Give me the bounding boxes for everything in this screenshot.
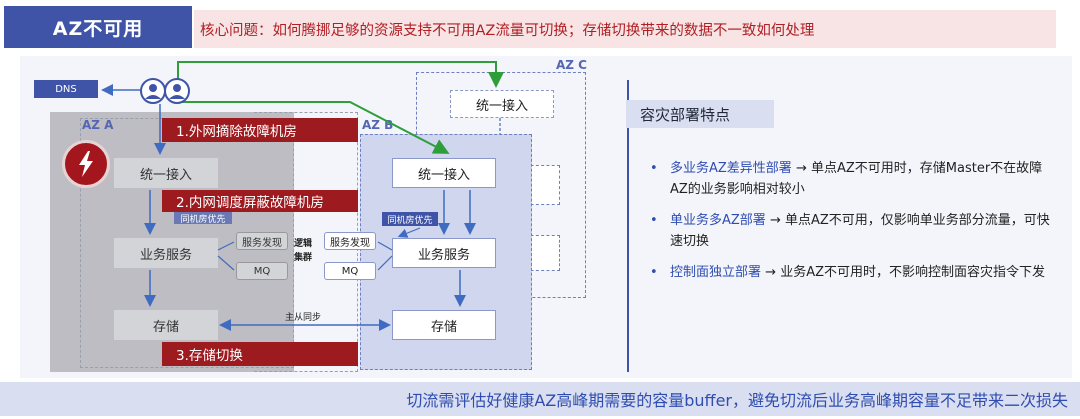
logic-cluster-label-2: 集群 [294,253,313,263]
storage-node-b: 存储 [392,310,496,340]
same-room-tag-a: 同机房优先 [174,212,232,225]
discovery-node-a: 服务发现 [236,232,288,250]
arrow-same-room-b [397,227,421,238]
access-node-b: 统一接入 [392,158,496,188]
mq-node-b: MQ [324,262,376,280]
bullet-icon: • [650,213,658,228]
feature-key: 单业务多AZ部署 [670,213,766,228]
az-c-label: AZ C [556,58,587,72]
feature-arrow: → [791,161,811,176]
link-service-discovery-a [217,241,235,251]
service-node-a: 业务服务 [114,238,218,268]
feature-key: 多业务AZ差异性部署 [670,161,792,176]
sync-label: 主从同步 [285,313,322,323]
features-title: 容灾部署特点 [626,100,774,128]
feature-text: 单点AZ不可用时，存储Master不在故障AZ的业务影响相对较小 [670,161,1043,197]
feature-item: • 控制面独立部署 → 业务AZ不可用时，不影响控制面容灾指令下发 [650,262,1050,283]
bullet-icon: • [650,265,658,280]
feature-text: 单点AZ不可用，仅影响单业务部分流量，可快速切换 [670,213,1050,249]
mq-node-a: MQ [236,262,288,280]
dns-box: DNS [34,80,98,98]
route-to-az-c [177,61,504,88]
step-3-bar: 3.存储切换 [162,342,358,366]
core-question: 核心问题：如何腾挪足够的资源支持不可用AZ流量可切换；存储切换带来的数据不一致如… [194,10,1056,48]
feature-arrow: → [765,213,785,228]
storage-node-a: 存储 [114,310,218,340]
logic-cluster-label-1: 逻辑 [294,239,313,249]
route-to-az-b [180,101,450,154]
same-room-tag-b: 同机房优先 [382,212,438,226]
link-service-discovery-b [377,241,393,251]
step-1-bar: 1.外网摘除故障机房 [162,118,358,142]
feature-key: 控制面独立部署 [670,265,762,280]
feature-item: • 多业务AZ差异性部署 → 单点AZ不可用时，存储Master不在故障AZ的业务… [650,158,1050,200]
link-service-mq-b [377,255,393,271]
access-node-c: 统一接入 [450,90,554,118]
az-a-label: AZ A [82,118,114,132]
features-list: • 多业务AZ差异性部署 → 单点AZ不可用时，存储Master不在故障AZ的业务… [650,158,1050,293]
feature-arrow: → [761,265,781,280]
access-node-a: 统一接入 [114,158,218,188]
users-icon [140,78,190,104]
discovery-node-b: 服务发现 [324,232,376,250]
service-node-b: 业务服务 [392,238,496,268]
link-service-mq-a [217,255,235,271]
page-title: AZ不可用 [4,6,192,48]
feature-item: • 单业务多AZ部署 → 单点AZ不可用，仅影响单业务部分流量，可快速切换 [650,210,1050,252]
step-2-bar: 2.内网调度屏蔽故障机房 [162,190,358,212]
section-divider [627,80,629,372]
failure-icon [62,140,110,188]
footer-note: 切流需评估好健康AZ高峰期需要的容量buffer，避免切流后业务高峰期容量不足带… [0,382,1080,416]
lightning-icon [79,151,93,177]
bullet-icon: • [650,161,658,176]
feature-text: 业务AZ不可用时，不影响控制面容灾指令下发 [780,265,1045,280]
